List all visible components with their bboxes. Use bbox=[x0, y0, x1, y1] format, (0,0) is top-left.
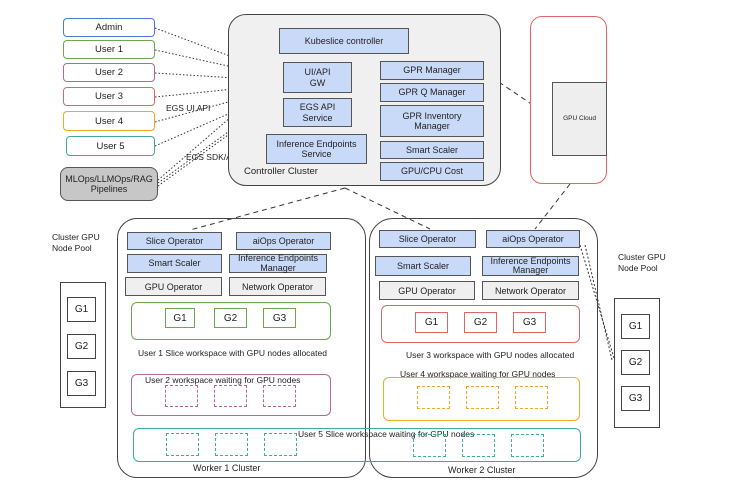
w1-user2-slot bbox=[165, 385, 198, 407]
pool-right-node: G1 bbox=[621, 314, 650, 339]
controller-cluster-title: Controller Cluster bbox=[244, 166, 318, 177]
w1-user1-workspace bbox=[131, 302, 331, 340]
pool-right-node: G3 bbox=[621, 386, 650, 411]
user5-slot bbox=[166, 433, 199, 456]
egs-ui-api-label: EGS UI API bbox=[166, 103, 211, 113]
user5-slot bbox=[413, 434, 446, 457]
user5-slot bbox=[215, 433, 248, 456]
w2-network-operator: Network Operator bbox=[482, 281, 579, 300]
w1-user2-slot bbox=[214, 385, 247, 407]
egs-api-service: EGS API Service bbox=[283, 98, 352, 127]
w2-gpu-node: G1 bbox=[415, 312, 448, 333]
inference-endpoints-service: Inference Endpoints Service bbox=[266, 134, 367, 164]
w1-slice-operator: Slice Operator bbox=[127, 232, 222, 250]
user-box-admin: Admin bbox=[63, 18, 155, 37]
user-box-user3: User 3 bbox=[63, 87, 155, 106]
w1-gpu-operator: GPU Operator bbox=[125, 277, 222, 296]
w1-user2-slot bbox=[263, 385, 296, 407]
w1-network-operator: Network Operator bbox=[229, 277, 326, 296]
user-box-user4: User 4 bbox=[63, 111, 155, 131]
smart-scaler: Smart Scaler bbox=[380, 141, 484, 159]
pool-left-node: G2 bbox=[67, 334, 96, 359]
w2-aiops-operator: aiOps Operator bbox=[486, 230, 580, 248]
w2-smart-scaler: Smart Scaler bbox=[375, 256, 471, 276]
w2-gpu-node: G2 bbox=[464, 312, 497, 333]
worker1-cluster-title: Worker 1 Cluster bbox=[193, 463, 261, 473]
gpr-manager: GPR Manager bbox=[380, 61, 484, 80]
w1-inference-manager: Inference Endpoints Manager bbox=[229, 253, 327, 273]
w1-smart-scaler: Smart Scaler bbox=[127, 254, 222, 273]
w2-user4-slot bbox=[417, 386, 450, 409]
kubeslice-controller: Kubeslice controller bbox=[279, 28, 409, 54]
w2-user4-slot bbox=[515, 386, 548, 409]
user-box-user5: User 5 bbox=[66, 136, 155, 156]
w1-gpu-node: G1 bbox=[165, 308, 195, 328]
w2-slice-operator: Slice Operator bbox=[379, 230, 476, 248]
worker2-cluster bbox=[369, 218, 598, 478]
pipelines-box: MLOps/LLMOps/RAG Pipelines bbox=[60, 167, 158, 201]
gpr-inventory-manager: GPR Inventory Manager bbox=[380, 105, 484, 137]
w1-aiops-operator: aiOps Operator bbox=[236, 232, 331, 250]
worker2-cluster-title: Worker 2 Cluster bbox=[448, 465, 516, 475]
pool-right-title: Cluster GPU Node Pool bbox=[618, 252, 666, 274]
user5-slice-workspace bbox=[133, 428, 581, 462]
user-box-user1: User 1 bbox=[63, 40, 155, 59]
w1-gpu-node: G2 bbox=[214, 308, 247, 328]
worker1-cluster bbox=[117, 218, 366, 478]
pool-left-node: G3 bbox=[67, 371, 96, 396]
w1-gpu-node: G3 bbox=[263, 308, 296, 328]
user-box-user2: User 2 bbox=[63, 63, 155, 82]
w2-user4-label: User 4 workspace waiting for GPU nodes bbox=[400, 369, 556, 379]
user5-slot bbox=[462, 434, 495, 457]
egs-sdk-api-label: EGS SDK/API bbox=[186, 152, 240, 162]
user5-slot bbox=[511, 434, 544, 457]
user5-label: User 5 Slice workspace waiting for GPU n… bbox=[298, 429, 475, 439]
w2-user3-workspace bbox=[381, 305, 580, 343]
w1-user2-label: User 2 workspace waiting for GPU nodes bbox=[145, 375, 301, 385]
w2-gpu-node: G3 bbox=[513, 312, 546, 333]
gpr-q-manager: GPR Q Manager bbox=[380, 83, 484, 102]
gpu-cloud: GPU Cloud bbox=[552, 82, 607, 156]
pool-left-title: Cluster GPU Node Pool bbox=[52, 232, 100, 254]
gpu-cpu-cost: GPU/CPU Cost bbox=[380, 162, 484, 181]
w2-user4-workspace bbox=[383, 377, 580, 421]
pool-left-node: G1 bbox=[67, 297, 96, 322]
w1-user1-label: User 1 Slice workspace with GPU nodes al… bbox=[138, 348, 327, 358]
w2-gpu-operator: GPU Operator bbox=[379, 281, 475, 300]
ui-api-gw: UI/API GW bbox=[283, 62, 352, 93]
user5-slot bbox=[264, 433, 297, 456]
pool-right-node: G2 bbox=[621, 350, 650, 375]
w1-user2-workspace bbox=[131, 374, 331, 416]
w2-user4-slot bbox=[466, 386, 499, 409]
w2-inference-manager: Inference Endpoints Manager bbox=[482, 256, 579, 276]
w2-user3-label: User 3 workspace with GPU nodes allocate… bbox=[406, 350, 575, 360]
